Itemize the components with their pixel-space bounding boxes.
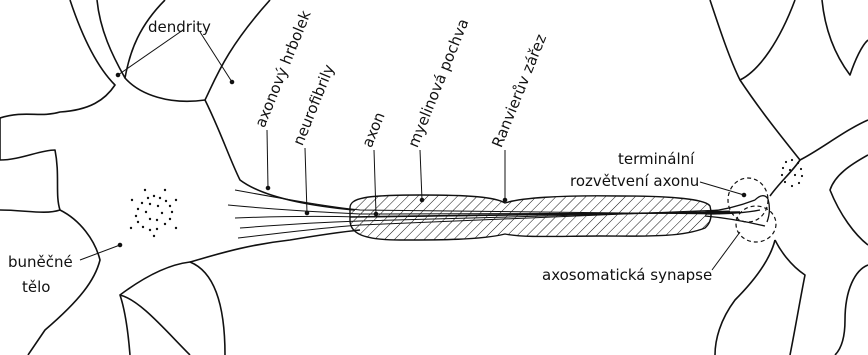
right-nucleus-dots (781, 159, 803, 187)
myelin-sheath (350, 195, 711, 240)
right-cell-outline (710, 0, 868, 355)
label-bunecne-telo-line2: tělo (22, 278, 50, 296)
label-terminalni: terminální (618, 150, 694, 168)
nucleus-dots (130, 189, 177, 237)
terminal-branches (705, 196, 769, 226)
label-dendrity: dendrity (148, 18, 211, 36)
label-bunecne-telo-line1: buněčné (8, 253, 73, 271)
label-rozvetveni-axonu: rozvětvení axonu (570, 172, 699, 190)
label-axosomaticka-synapse: axosomatická synapse (542, 266, 712, 284)
